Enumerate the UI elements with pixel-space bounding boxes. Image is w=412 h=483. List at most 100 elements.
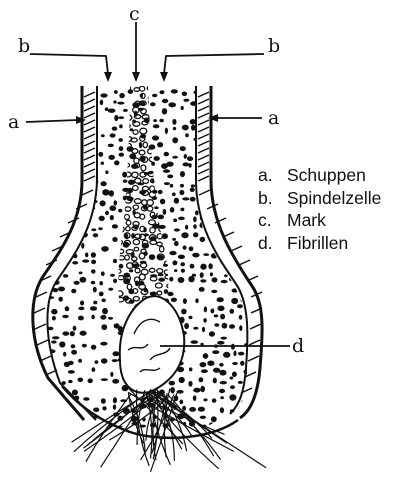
cortex-cell <box>251 193 256 197</box>
cortex-cell <box>119 93 125 98</box>
cortex-cell <box>242 155 246 158</box>
cortex-cell <box>224 274 228 277</box>
hatch-stroke <box>198 99 209 104</box>
legend-item-c: c.Mark <box>258 209 381 232</box>
cortex-cell <box>59 258 64 264</box>
cortex-cell <box>60 142 65 146</box>
hatch-stroke <box>35 324 46 329</box>
medulla-cell <box>134 199 141 204</box>
cortex-cell <box>248 93 255 99</box>
cortex-cell <box>242 137 247 140</box>
cortex-cell <box>59 200 65 204</box>
cortex-cell <box>217 306 224 312</box>
cortex-cell <box>123 180 128 183</box>
cortex-cell <box>220 154 225 157</box>
cortex-cell <box>91 345 96 350</box>
cortex-cell <box>112 379 119 384</box>
medulla-cell <box>157 242 162 246</box>
cortex-cell <box>72 390 78 396</box>
cortex-cell <box>251 297 255 302</box>
cortex-cell <box>262 425 267 428</box>
medulla-cell <box>163 137 170 142</box>
medulla-cell <box>133 186 138 191</box>
cortex-cell <box>183 99 189 102</box>
cortex-cell <box>262 389 267 394</box>
cortex-cell <box>153 124 160 128</box>
cortex-cell <box>43 210 46 216</box>
cortex-cell <box>118 116 124 119</box>
hatch-stroke <box>84 106 95 111</box>
medulla-cell <box>119 249 124 253</box>
cortex-cell <box>200 264 206 270</box>
cortex-cell <box>232 271 238 275</box>
medulla-cell <box>135 178 141 183</box>
cortex-cell <box>262 268 269 274</box>
cortex-cell <box>242 400 249 405</box>
medulla-cell <box>116 291 123 296</box>
cortex-cell <box>110 372 113 377</box>
cortex-cell <box>189 407 196 412</box>
legend-text: Fibrillen <box>287 232 348 255</box>
cortex-cell <box>68 413 74 419</box>
cortex-cell <box>122 172 127 178</box>
cortex-cell <box>43 192 47 197</box>
cortex-cell <box>41 150 47 156</box>
hatch-stroke <box>84 169 95 174</box>
cortex-cell <box>65 306 70 311</box>
medulla-cell <box>124 124 130 128</box>
cortex-cell <box>100 200 106 206</box>
cortex-cell <box>88 378 93 383</box>
cortex-cell <box>63 92 69 97</box>
cortex-cell <box>139 142 142 148</box>
cortex-cell <box>243 252 250 258</box>
cortex-cell <box>78 307 84 311</box>
cortex-cell <box>252 144 260 149</box>
medulla-cell <box>163 186 170 192</box>
cortex-cell <box>91 252 96 258</box>
cortex-cell <box>72 261 78 264</box>
cortex-cell <box>181 269 185 273</box>
cortex-cell <box>171 298 177 302</box>
cortex-cell <box>210 272 213 276</box>
cortex-cell <box>230 377 234 380</box>
cortex-cell <box>95 360 99 364</box>
hatch-stroke <box>198 169 209 174</box>
cortex-cell <box>48 205 53 210</box>
cortex-cell <box>230 156 237 159</box>
cortex-cell <box>101 162 104 165</box>
cortex-cell <box>224 207 229 213</box>
medulla-cell <box>140 128 147 134</box>
medulla-cell <box>150 228 155 233</box>
cortex-cell <box>129 269 133 272</box>
cortex-cell <box>203 208 207 214</box>
cortex-cell <box>192 253 199 258</box>
medulla-cell <box>149 220 156 225</box>
medulla-cell <box>142 186 148 190</box>
cortex-cell <box>84 188 87 192</box>
cortex-cell <box>82 259 89 262</box>
medulla-cell <box>140 86 145 91</box>
cortex-cell <box>45 218 49 224</box>
cortex-cell <box>123 109 128 112</box>
cortex-cell <box>172 137 178 143</box>
cortex-cell <box>113 259 117 263</box>
callout-a-right: a <box>268 107 279 129</box>
cortex-cell <box>178 277 185 283</box>
cortex-cell <box>219 370 226 376</box>
cortex-cell <box>39 405 46 411</box>
medulla-cell <box>118 178 123 183</box>
cortex-cell <box>110 215 114 220</box>
medulla-cell <box>118 256 124 260</box>
cortex-cell <box>58 412 66 417</box>
cortex-cell <box>102 189 109 195</box>
cortex-cell <box>164 152 169 156</box>
cortex-cell <box>233 189 239 194</box>
cortex-cell <box>105 211 109 215</box>
medulla-cell <box>117 298 124 302</box>
cortex-cell <box>264 154 268 158</box>
cortex-cell <box>40 344 45 350</box>
cortex-cell <box>200 237 206 242</box>
cortex-cell <box>101 271 105 276</box>
cortex-cell <box>190 264 195 269</box>
cortex-cell <box>44 412 48 418</box>
